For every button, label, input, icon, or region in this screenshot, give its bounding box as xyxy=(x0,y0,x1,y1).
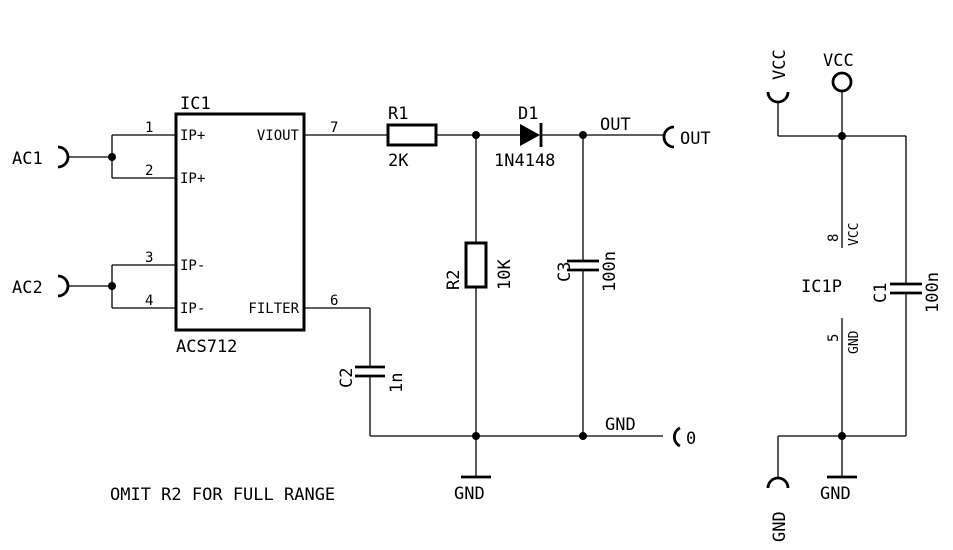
ic1-pin1-name: IP+ xyxy=(180,128,205,144)
c3: C3 100n xyxy=(555,135,620,436)
c2: C2 1n xyxy=(337,308,407,436)
out-net-label: OUT xyxy=(600,115,631,135)
out-terminal xyxy=(662,125,675,149)
c3-ref: C3 xyxy=(555,262,575,282)
gnd-left-terminal xyxy=(766,476,790,489)
r2-ref: R2 xyxy=(444,270,464,290)
ic1-body xyxy=(174,112,306,332)
ic1p-gnd-pin-num: 5 xyxy=(826,334,842,342)
gnd-power-symbol-label: GND xyxy=(820,484,851,504)
ic1: IC1 ACS712 1 2 3 4 7 6 IP+ IP+ IP- IP- V… xyxy=(112,94,388,357)
c2-value: 1n xyxy=(387,373,407,393)
ic1-pin2-num: 2 xyxy=(145,163,153,179)
r2: R2 10K xyxy=(444,135,515,436)
ac2-connector: AC2 xyxy=(12,265,116,308)
vcc-right-label: VCC xyxy=(823,51,854,71)
ac1-junction xyxy=(108,153,116,161)
ic1-pin6-name: FILTER xyxy=(248,301,299,317)
c3-value: 100n xyxy=(600,251,620,292)
ac2-label: AC2 xyxy=(12,278,43,298)
gnd-terminal xyxy=(673,426,681,448)
ic1-pin4-name: IP- xyxy=(180,301,205,317)
ac1-label: AC1 xyxy=(12,149,43,169)
ic1-pin7-num: 7 xyxy=(330,120,338,136)
vcc-left-terminal xyxy=(766,91,790,104)
r2-value: 10K xyxy=(495,259,515,290)
r1-ref: R1 xyxy=(388,104,408,124)
vcc-left-label: VCC xyxy=(770,49,790,80)
ic1-pin2-name: IP+ xyxy=(180,171,205,187)
d1-ref: D1 xyxy=(518,104,538,124)
ic1-pin6-num: 6 xyxy=(330,293,338,309)
c1-value: 100n xyxy=(923,272,943,313)
d1: D1 1N4148 xyxy=(494,104,663,171)
out-label: OUT xyxy=(680,129,711,149)
gnd-net-label: GND xyxy=(605,415,636,435)
ic1-pin4-num: 4 xyxy=(145,293,153,309)
c1-ref: C1 xyxy=(871,283,891,303)
d1-value: 1N4148 xyxy=(494,151,555,171)
gnd-rail: GND 0 GND xyxy=(370,415,696,504)
ac1-terminal xyxy=(57,145,70,169)
gnd-symbol-label: GND xyxy=(454,484,485,504)
c2-ref: C2 xyxy=(337,368,357,388)
ac2-junction xyxy=(108,282,116,290)
power-section: VCC VCC 8 VCC IC1P 5 GND C1 100n GND GND xyxy=(766,49,943,542)
ic1-part: ACS712 xyxy=(176,337,237,357)
ic1p-vcc-pin-num: 8 xyxy=(826,234,842,242)
ic1p-ref: IC1P xyxy=(801,277,842,297)
ic1-pin3-num: 3 xyxy=(145,250,153,266)
ic1-pin3-name: IP- xyxy=(180,258,205,274)
gnd-left-label: GND xyxy=(770,511,790,542)
r1-value: 2K xyxy=(388,151,409,171)
ic1p-gnd-pin-name: GND xyxy=(847,330,862,354)
vcc-right-terminal xyxy=(831,71,853,93)
gnd-junction-c3 xyxy=(579,432,587,440)
gnd-terminal-label: 0 xyxy=(686,429,696,449)
ac2-terminal xyxy=(57,274,70,298)
ac1-connector: AC1 xyxy=(12,135,116,178)
ic1-pin7-name: VIOUT xyxy=(257,128,300,144)
out-connector: OUT OUT xyxy=(600,115,711,149)
ic1p-vcc-pin-name: VCC xyxy=(847,223,862,246)
ic1-ref: IC1 xyxy=(180,94,211,114)
d1-anode-triangle xyxy=(520,124,540,146)
note-text: OMIT R2 FOR FULL RANGE xyxy=(110,485,335,505)
ic1-pin1-num: 1 xyxy=(145,120,153,136)
r2-body xyxy=(464,241,488,289)
r1-body xyxy=(386,123,438,147)
